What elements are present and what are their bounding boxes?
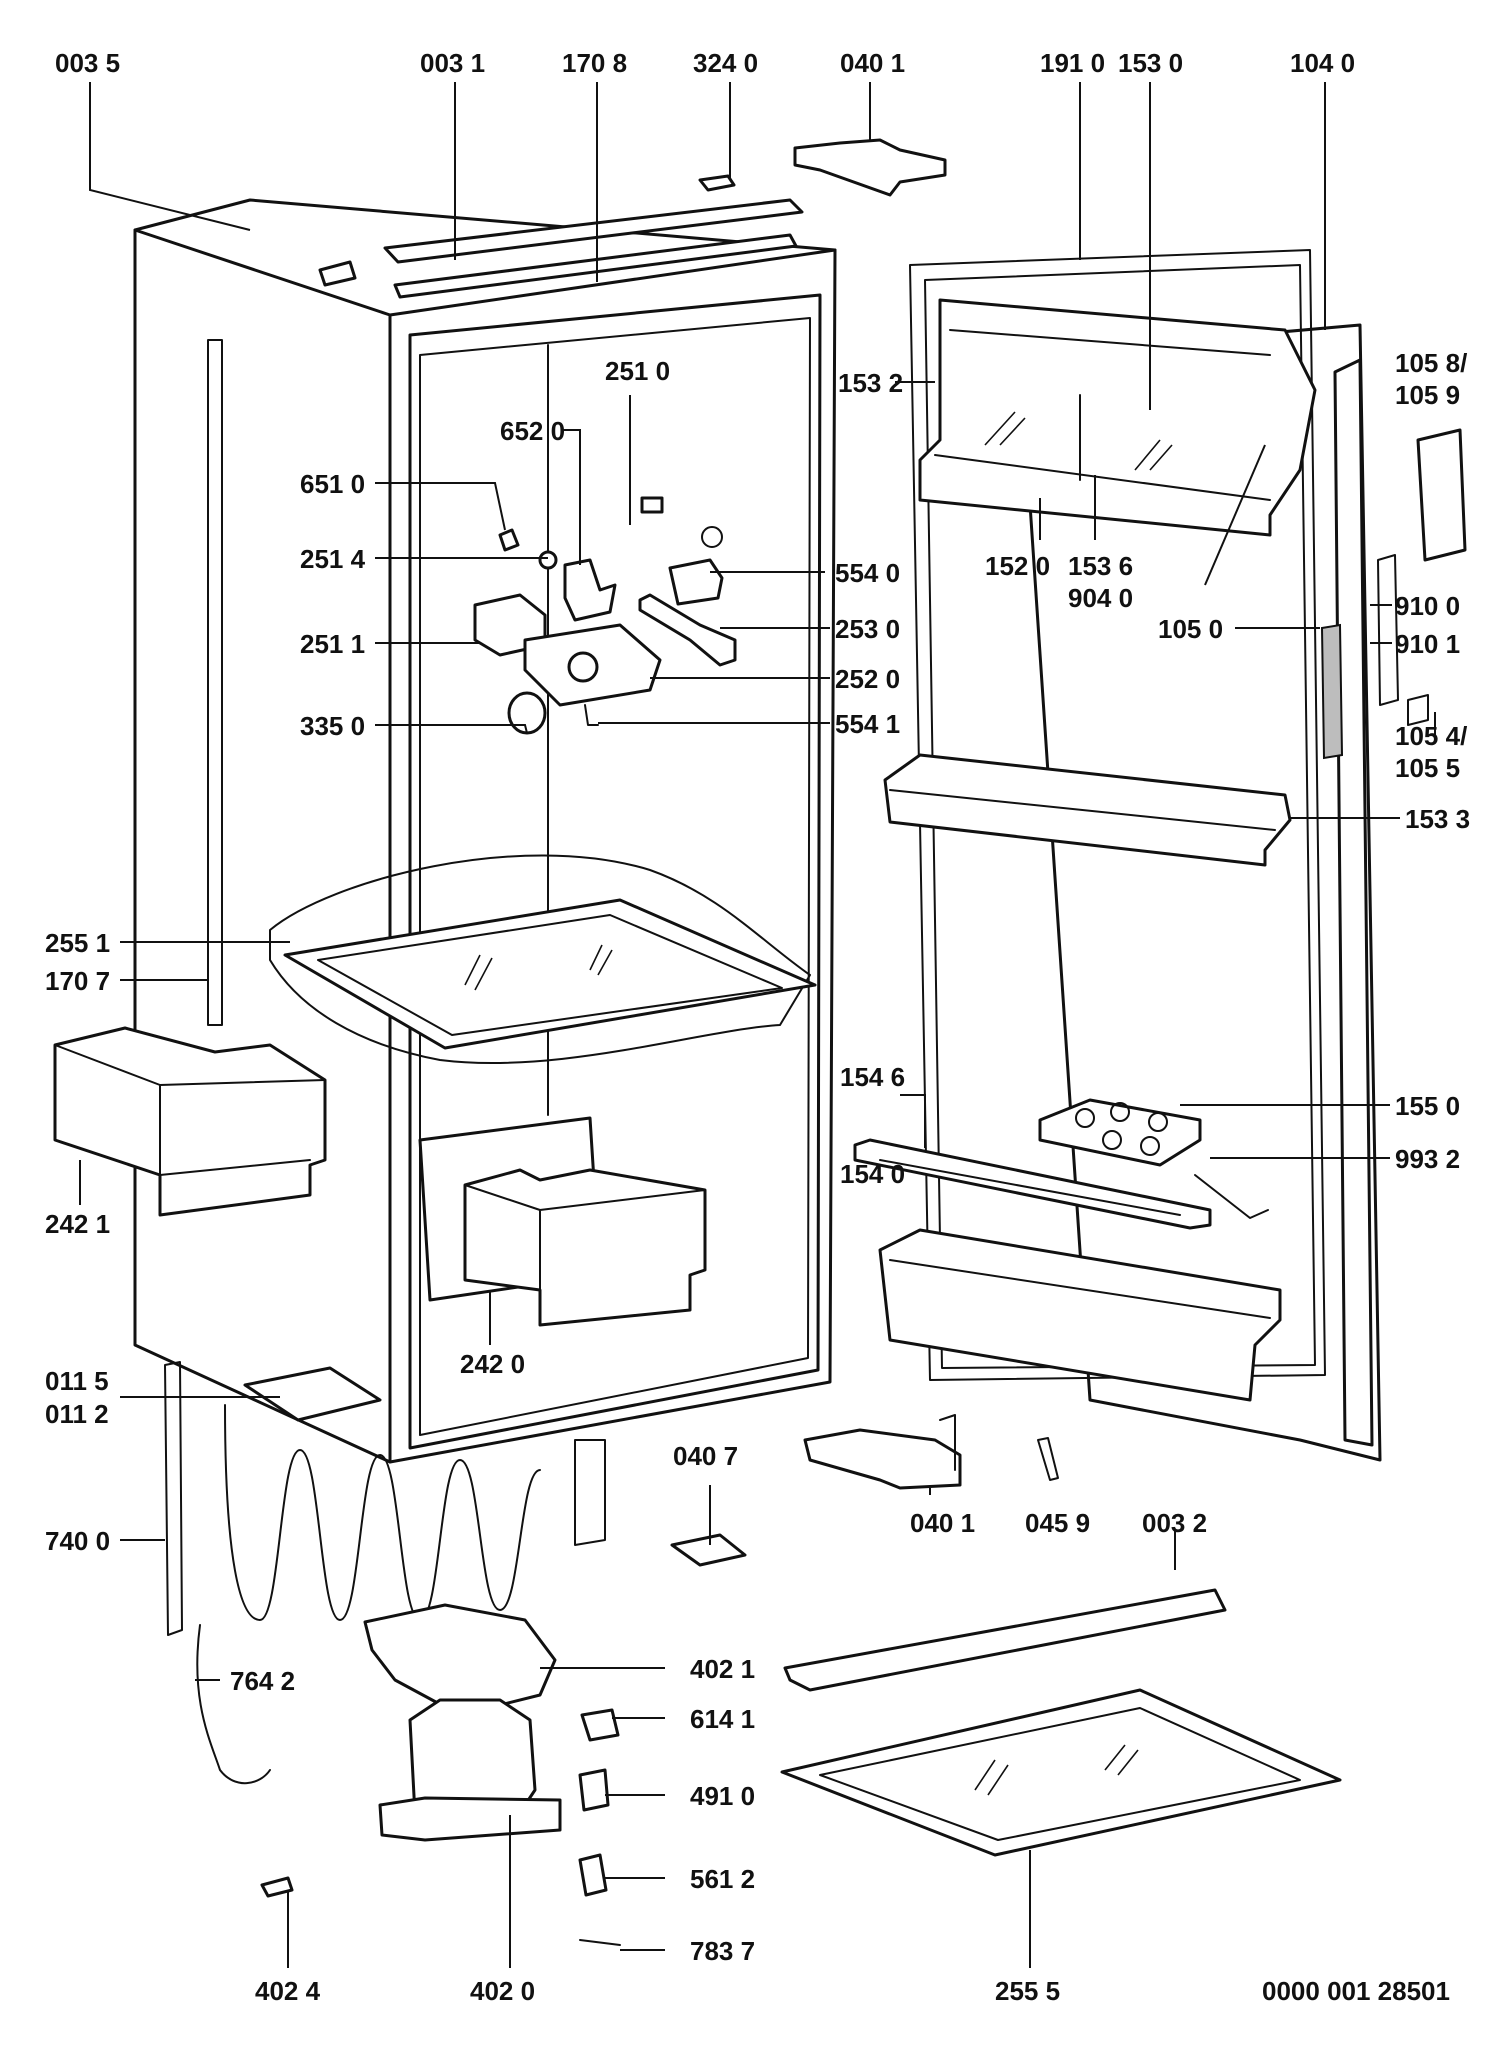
drawing — [53, 138, 1467, 1946]
part-label-1058: 105 8/ — [1395, 348, 1467, 378]
part-label-7642: 764 2 — [230, 1666, 295, 1696]
part-label-0032: 003 2 — [1142, 1508, 1207, 1538]
part-label-3350: 335 0 — [300, 711, 365, 741]
part-label-0459: 045 9 — [1025, 1508, 1090, 1538]
part-label-2530: 253 0 — [835, 614, 900, 644]
part-label-0112: 011 2 — [45, 1399, 109, 1429]
part-label-1054: 105 4/ — [1395, 721, 1467, 751]
part-label-5540: 554 0 — [835, 558, 900, 588]
part-label-1050: 105 0 — [1158, 614, 1223, 644]
part-label-1910: 191 0 — [1040, 48, 1105, 78]
part-label-7400: 740 0 — [45, 1526, 110, 1556]
part-label-9100: 910 0 — [1395, 591, 1460, 621]
part-label-0035: 003 5 — [55, 48, 120, 78]
part-label-4021: 402 1 — [690, 1654, 755, 1684]
part-label-6141: 614 1 — [690, 1704, 755, 1734]
part-label-9101: 910 1 — [1395, 629, 1460, 659]
part-label-1520: 152 0 — [985, 551, 1050, 581]
part-label-9040: 904 0 — [1068, 583, 1133, 613]
part-label-1533: 153 3 — [1405, 804, 1470, 834]
glass-shelf-upper — [269, 854, 817, 1065]
part-label-1055: 105 5 — [1395, 753, 1460, 783]
part-label-2555: 255 5 — [995, 1976, 1060, 2006]
part-label-9932: 993 2 — [1395, 1144, 1460, 1174]
part-label-2520: 252 0 — [835, 664, 900, 694]
part-label-2420: 242 0 — [460, 1349, 525, 1379]
part-label-1708: 170 8 — [562, 48, 627, 78]
bottom-hinge — [670, 1414, 1059, 1567]
part-label-1707: 170 7 — [45, 966, 110, 996]
base-and-glass-shelf — [780, 1588, 1342, 1857]
condenser-and-compressor — [164, 1361, 621, 1946]
part-label-1546: 154 6 — [840, 1062, 905, 1092]
part-label-5612: 561 2 — [690, 1864, 755, 1894]
part-label-1540: 154 0 — [840, 1159, 905, 1189]
part-label-1040: 104 0 — [1290, 48, 1355, 78]
part-label-0407: 040 7 — [673, 1441, 738, 1471]
part-label-0401-top: 040 1 — [840, 48, 905, 78]
part-label-2421: 242 1 — [45, 1209, 110, 1239]
part-label-7837: 783 7 — [690, 1936, 755, 1966]
part-label-4024: 402 4 — [255, 1976, 321, 2006]
part-label-6520: 652 0 — [500, 416, 565, 446]
part-label-3240: 324 0 — [693, 48, 758, 78]
part-label-1550: 155 0 — [1395, 1091, 1460, 1121]
part-label-2514: 251 4 — [300, 544, 366, 574]
reference-number: 0000 001 28501 — [1262, 1976, 1450, 2006]
part-label-1536: 153 6 — [1068, 551, 1133, 581]
part-label-2551: 255 1 — [45, 928, 110, 958]
crisper-drawer-inside — [418, 1116, 707, 1327]
thermostat-assembly — [473, 496, 737, 735]
part-label-4020: 402 0 — [470, 1976, 535, 2006]
part-labels: 003 5 003 1 170 8 324 0 040 1 191 0 153 … — [45, 48, 1470, 2006]
part-label-6510: 651 0 — [300, 469, 365, 499]
leader-lines — [79, 82, 1436, 1968]
part-label-5541: 554 1 — [835, 709, 900, 739]
part-label-4910: 491 0 — [690, 1781, 755, 1811]
part-label-2511: 251 1 — [300, 629, 365, 659]
part-label-1532: 153 2 — [838, 368, 903, 398]
door — [853, 249, 1382, 1462]
part-label-0031: 003 1 — [420, 48, 485, 78]
part-label-2510: 251 0 — [605, 356, 670, 386]
top-hinges — [698, 138, 1467, 726]
part-label-1059: 105 9 — [1395, 380, 1460, 410]
part-label-1530: 153 0 — [1118, 48, 1183, 78]
part-label-0401-bottom: 040 1 — [910, 1508, 975, 1538]
part-label-0115: 011 5 — [45, 1366, 109, 1396]
crisper-drawer-left — [53, 1026, 327, 1217]
